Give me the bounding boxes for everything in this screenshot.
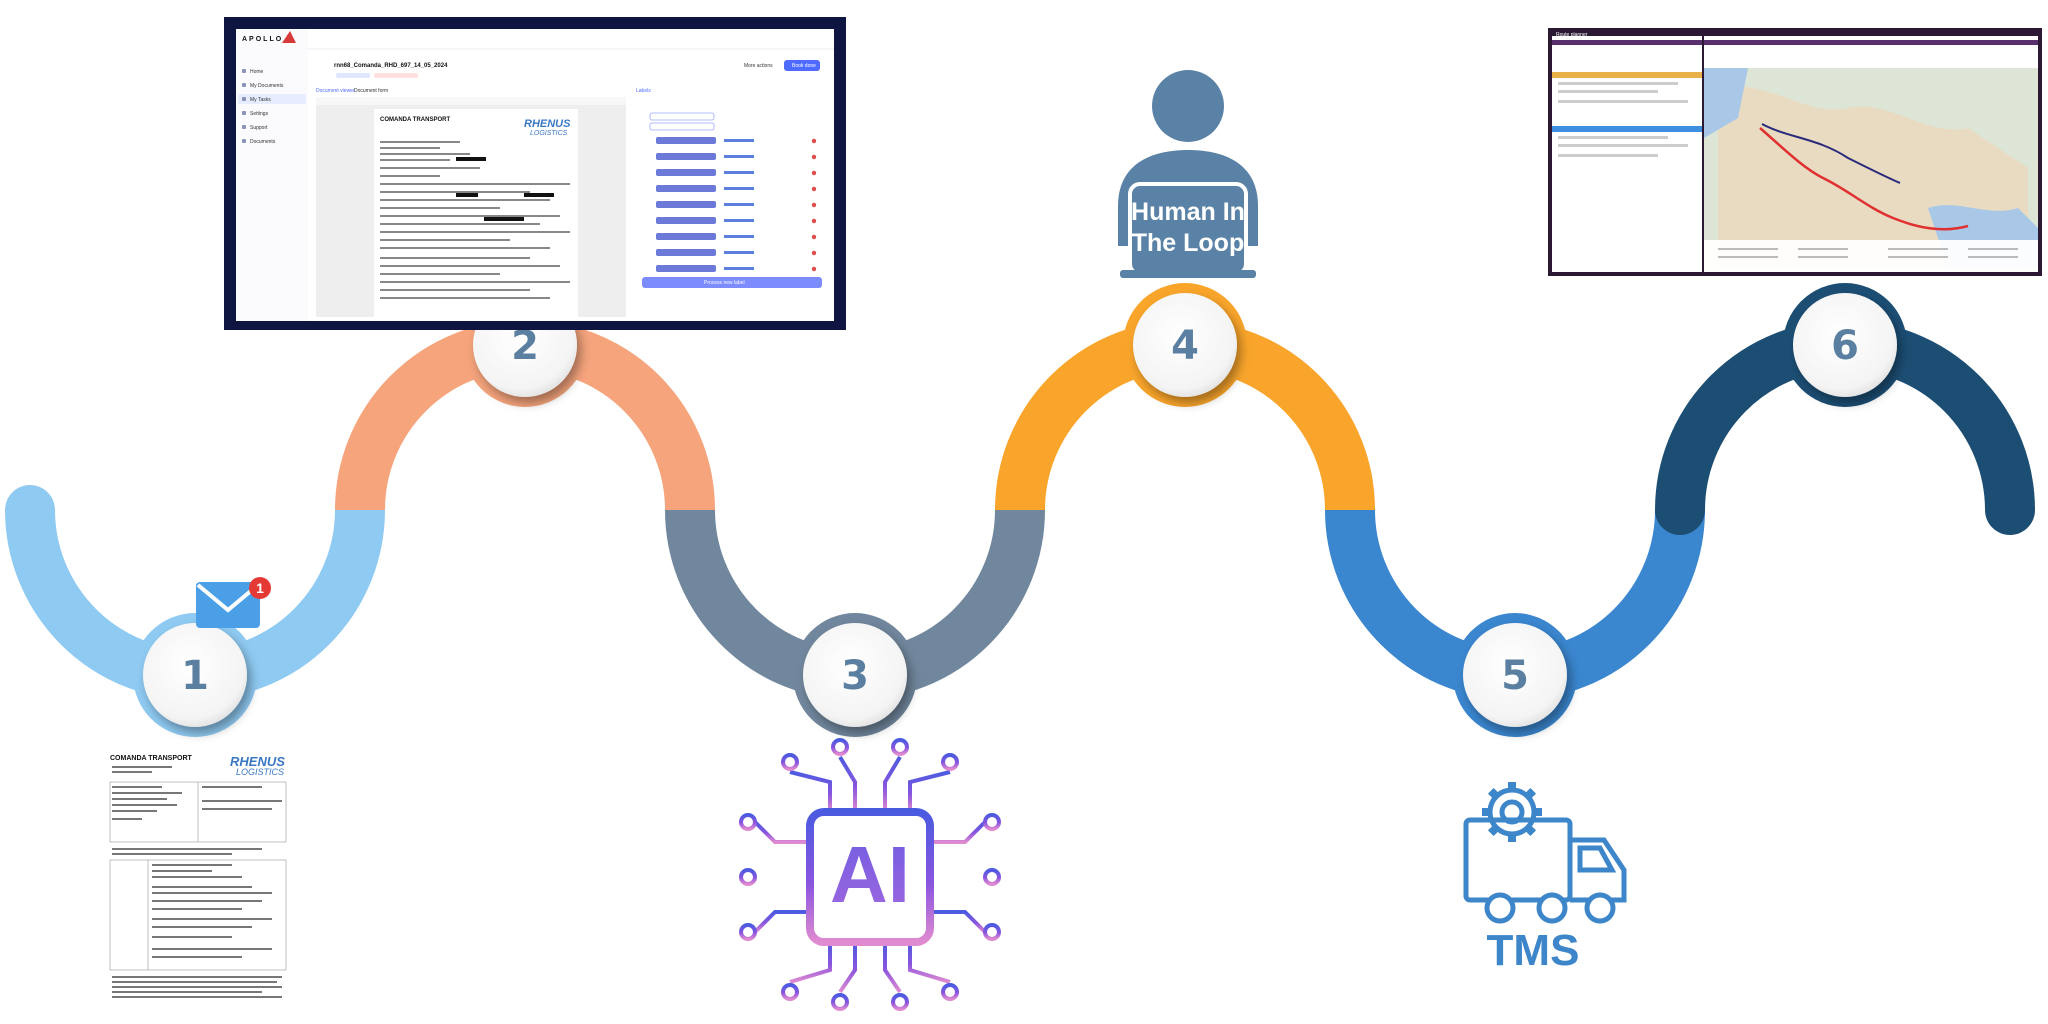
step-number: 3	[841, 653, 869, 699]
nav-icon	[242, 83, 246, 87]
label-value	[724, 219, 754, 222]
tab-document-viewer[interactable]: Document viewer	[316, 88, 355, 94]
nav-icon	[242, 125, 246, 129]
app-brand: APOLLO	[242, 36, 283, 43]
step-number: 5	[1501, 653, 1529, 699]
route-red	[1759, 127, 1969, 231]
document-app-screenshot: APOLLO Home My Documents My TasksSettingsS…	[224, 17, 846, 330]
nav-icon	[242, 97, 246, 101]
svg-text:LOGISTICS: LOGISTICS	[530, 130, 568, 137]
app-sidebar	[236, 29, 308, 321]
label-chip[interactable]	[656, 217, 716, 224]
label-chip[interactable]	[656, 185, 716, 192]
process-label-button[interactable]	[642, 277, 822, 288]
step-node-disc	[143, 623, 247, 727]
step-node-disc	[803, 623, 907, 727]
route-map-screenshot: Route planner	[1548, 28, 2042, 276]
label-value	[724, 139, 754, 142]
brand-logo-icon	[282, 31, 296, 43]
label-chip[interactable]	[656, 249, 716, 256]
step-number: 4	[1171, 323, 1199, 369]
step-node-disc	[1133, 293, 1237, 397]
nav-icon	[242, 111, 246, 115]
document-text-lines	[112, 766, 282, 998]
step-nodes: 1 2 3 4 5 6	[133, 283, 1907, 737]
svg-text:Book done: Book done	[792, 63, 816, 69]
nav-item[interactable]: Documents	[250, 139, 276, 145]
delete-icon[interactable]	[811, 266, 817, 272]
svg-text:RHENUS: RHENUS	[230, 754, 285, 769]
svg-text:Process new label: Process new label	[704, 280, 745, 286]
route-blue	[1761, 123, 1901, 184]
labels-header: Labels	[636, 88, 651, 94]
delete-icon[interactable]	[811, 234, 817, 240]
step-number: 1	[181, 653, 209, 699]
label-value	[724, 267, 754, 270]
document-lines	[109, 781, 287, 971]
delete-icon[interactable]	[811, 138, 817, 144]
ai-label: AI	[830, 830, 910, 919]
delete-icon[interactable]	[811, 170, 817, 176]
label-chip[interactable]	[656, 201, 716, 208]
nav-icon	[242, 69, 246, 73]
more-actions-button[interactable]: More actions	[744, 63, 773, 69]
label-value	[724, 187, 754, 190]
step-node-5: 5	[1453, 613, 1577, 737]
delete-icon[interactable]	[811, 202, 817, 208]
hitl-line2: The Loop	[1132, 229, 1244, 257]
wave-path	[5, 320, 2035, 700]
step-number: 2	[511, 323, 539, 369]
delete-icon[interactable]	[811, 154, 817, 160]
hitl-line1: Human In	[1131, 198, 1245, 226]
delete-icon[interactable]	[811, 218, 817, 224]
delete-icon[interactable]	[811, 250, 817, 256]
label-chip[interactable]	[656, 153, 716, 160]
nav-item[interactable]: Settings	[250, 111, 269, 117]
save-button[interactable]	[784, 60, 820, 71]
step-node-disc	[1463, 623, 1567, 727]
notification-count: 1	[256, 580, 264, 596]
ai-chip-icon: AI	[739, 738, 1001, 1011]
step-number: 6	[1831, 323, 1859, 369]
nav-icon	[242, 139, 246, 143]
person-laptop-icon: Human In The Loop	[1118, 70, 1258, 278]
step-node-6: 6	[1783, 283, 1907, 407]
notification-badge	[249, 577, 271, 599]
step-node-4: 4	[1123, 283, 1247, 407]
label-value	[724, 155, 754, 158]
label-chip[interactable]	[656, 169, 716, 176]
map-title: Route planner	[1556, 32, 1588, 38]
transport-order-document: COMANDA TRANSPORT RHENUS LOGISTICS	[108, 752, 288, 1002]
label-value	[724, 235, 754, 238]
label-chip[interactable]	[656, 233, 716, 240]
document-title: COMANDA TRANSPORT	[110, 755, 193, 762]
tms-label: TMS	[1487, 926, 1580, 975]
nav-item[interactable]: Support	[250, 125, 268, 131]
label-value	[724, 203, 754, 206]
envelope-icon: 1	[196, 577, 271, 628]
svg-text:LOGISTICS: LOGISTICS	[236, 767, 284, 777]
label-chip[interactable]	[656, 265, 716, 272]
step-node-3: 3	[793, 613, 917, 737]
delete-icon[interactable]	[811, 186, 817, 192]
document-name: rnn68_Comanda_RHD_697_14_05_2024	[334, 63, 448, 69]
svg-text:RHENUS: RHENUS	[524, 118, 571, 130]
label-chip[interactable]	[656, 137, 716, 144]
viewer-page	[374, 109, 578, 317]
nav-item[interactable]: Home	[250, 69, 264, 75]
tab-document-form[interactable]: Document form	[354, 88, 388, 94]
nav-item[interactable]: My Tasks	[250, 97, 271, 103]
rhenus-logo: RHENUS LOGISTICS	[230, 754, 285, 777]
svg-text:COMANDA TRANSPORT: COMANDA TRANSPORT	[380, 117, 450, 123]
step-node-disc	[1793, 293, 1897, 397]
label-value	[724, 171, 754, 174]
step-node-1: 1	[133, 613, 257, 737]
truck-gear-icon	[1463, 782, 1627, 924]
nav-item[interactable]: My Documents	[250, 83, 284, 89]
label-value	[724, 251, 754, 254]
